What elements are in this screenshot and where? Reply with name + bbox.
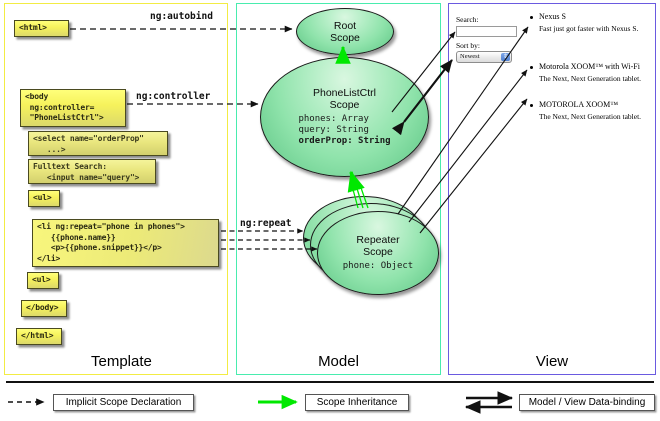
legend-divider <box>6 381 654 383</box>
sort-select[interactable]: Newest ⇕ <box>456 51 512 63</box>
code-box-body-close: </body> <box>21 300 67 317</box>
scope-root-title: Root Scope <box>330 19 360 44</box>
scope-phonelistctrl-props: phones: Array query: String orderProp: S… <box>298 114 390 147</box>
legend-marker-databinding <box>464 391 514 414</box>
connector-label-repeat: ng:repeat <box>240 218 292 229</box>
phone-snippet: The Next, Next Generation tablet. <box>539 74 642 83</box>
sort-select-value: Newest <box>460 53 480 60</box>
scope-root: Root Scope <box>296 8 394 55</box>
bullet-icon <box>530 16 533 19</box>
code-box-select: <select name="orderProp" ...> <box>28 131 168 156</box>
code-box-ul-close: <ul> <box>27 272 59 289</box>
sort-label: Sort by: <box>456 41 480 50</box>
legend-label-databinding: Model / View Data-binding <box>519 394 655 411</box>
scope-prop-orderprop: orderProp: String <box>298 136 391 146</box>
phone-name: Motorola XOOM™ with Wi-Fi <box>539 62 640 71</box>
code-box-html-close: </html> <box>16 328 62 345</box>
scope-prop-query: query: String <box>298 125 369 135</box>
legend-label-inheritance: Scope Inheritance <box>305 394 409 411</box>
bullet-icon <box>530 104 533 107</box>
code-box-li-repeat: <li ng:repeat="phone in phones"> {{phone… <box>32 219 219 267</box>
legend-label-implicit: Implicit Scope Declaration <box>53 394 194 411</box>
column-label-model: Model <box>318 353 359 370</box>
phone-snippet: Fast just got faster with Nexus S. <box>539 24 639 33</box>
scope-prop-phones: phones: Array <box>298 114 369 124</box>
scope-repeater: Repeater Scope phone: Object <box>317 211 439 295</box>
phone-snippet: The Next, Next Generation tablet. <box>539 112 642 121</box>
phone-name: MOTOROLA XOOM™ <box>539 100 619 109</box>
column-label-view: View <box>535 353 569 370</box>
bullet-icon <box>530 66 533 69</box>
code-box-fulltext: Fulltext Search: <input name="query"> <box>28 159 156 184</box>
column-label-template: Template <box>91 353 152 370</box>
code-box-html-open: <html> <box>14 20 69 37</box>
search-label: Search: <box>456 15 479 24</box>
scope-repeater-props: phone: Object <box>343 261 413 272</box>
column-template: Template <box>4 3 228 375</box>
scope-prop-phone: phone: Object <box>342 261 414 271</box>
scope-phonelistctrl: PhoneListCtrl Scope phones: Array query:… <box>260 57 429 177</box>
chevron-down-icon: ⇕ <box>501 53 510 61</box>
scope-repeater-title: Repeater Scope <box>356 234 400 258</box>
code-box-ul-open: <ul> <box>28 190 60 207</box>
search-input[interactable] <box>456 26 517 37</box>
code-box-body-open: <body ng:controller= "PhoneListCtrl"> <box>20 89 126 127</box>
connector-label-autobind: ng:autobind <box>150 11 213 22</box>
scope-phonelistctrl-title: PhoneListCtrl Scope <box>312 87 377 111</box>
phone-name: Nexus S <box>539 12 566 21</box>
connector-label-controller: ng:controller <box>136 91 211 102</box>
